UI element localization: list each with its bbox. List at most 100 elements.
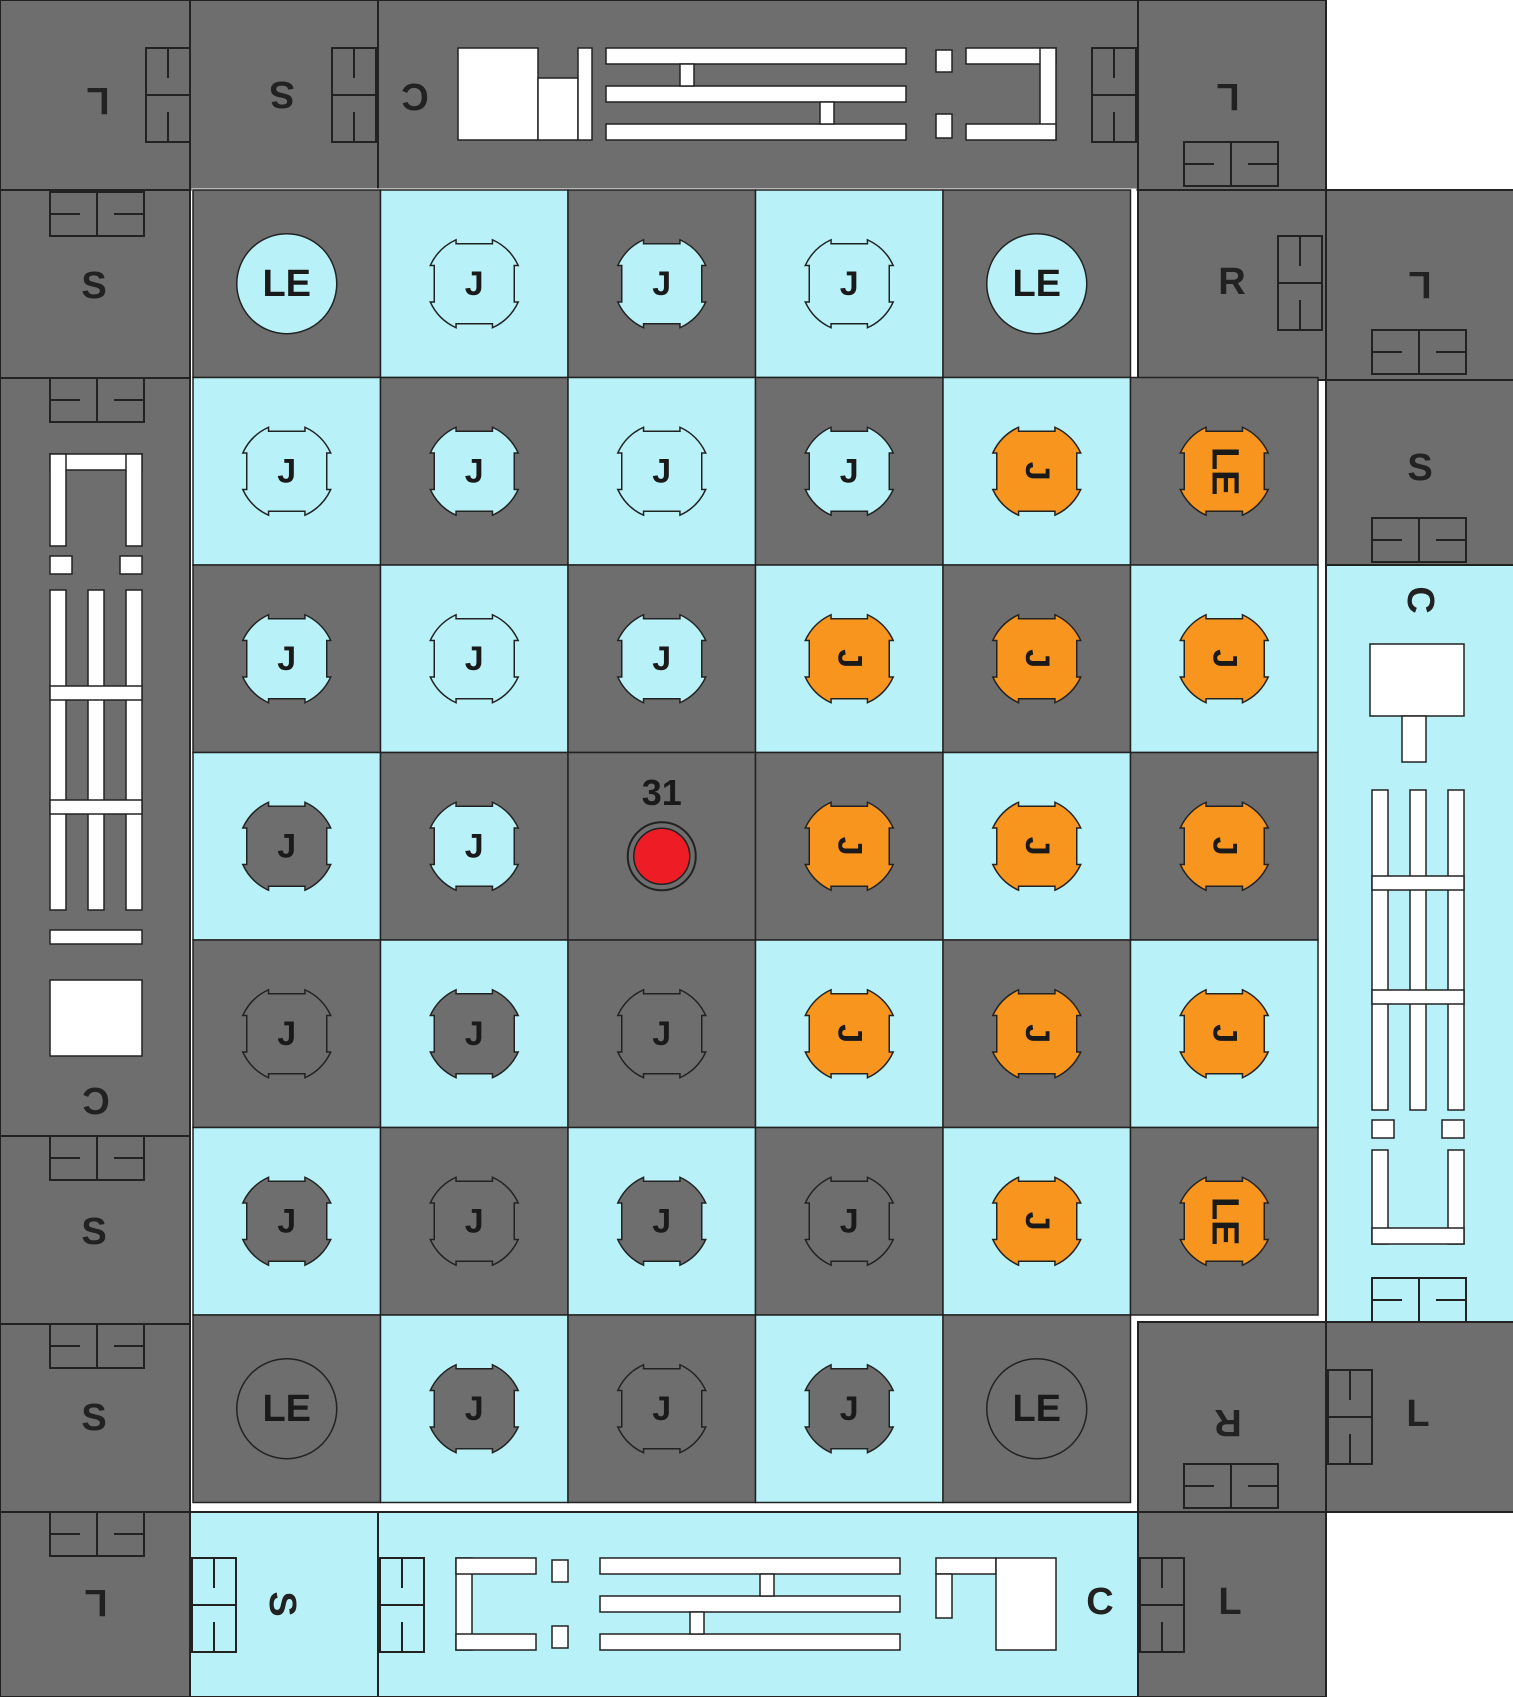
marker-number: 31 xyxy=(642,772,682,813)
piece-label: J xyxy=(840,265,859,303)
piece-label: LE xyxy=(262,1388,311,1430)
tile-right-2-label: C xyxy=(1399,586,1441,613)
piece-j-r5-c2[interactable]: J xyxy=(430,990,518,1078)
piece-j-r5-c6[interactable]: J xyxy=(1180,990,1268,1078)
piece-label: J xyxy=(652,1015,671,1053)
piece-j-r7-c4[interactable]: J xyxy=(805,1365,893,1453)
piece-label: J xyxy=(465,827,484,865)
piece-j-r5-c1[interactable]: J xyxy=(243,990,331,1078)
piece-label: J xyxy=(1205,649,1243,668)
piece-le-r6-c6[interactable]: LE xyxy=(1180,1177,1268,1265)
piece-j-r2-c2[interactable]: J xyxy=(430,427,518,515)
piece-label: J xyxy=(652,265,671,303)
piece-label: J xyxy=(840,452,859,490)
piece-j-r2-c5[interactable]: J xyxy=(993,427,1081,515)
red-dot-icon xyxy=(634,828,690,884)
piece-j-r4-c5[interactable]: J xyxy=(993,802,1081,890)
piece-j-r3-c3[interactable]: J xyxy=(618,615,706,703)
piece-label: J xyxy=(1018,649,1056,668)
piece-label: J xyxy=(1018,837,1056,856)
piece-label: LE xyxy=(1012,1388,1061,1430)
piece-label: J xyxy=(465,1390,484,1428)
piece-label: J xyxy=(652,452,671,490)
piece-j-r1-c3[interactable]: J xyxy=(618,240,706,328)
piece-label: J xyxy=(465,640,484,678)
piece-label: J xyxy=(277,1015,296,1053)
piece-label: J xyxy=(652,1390,671,1428)
piece-le-r2-c6[interactable]: LE xyxy=(1180,427,1268,515)
tile-left-4-label: S xyxy=(81,1397,106,1439)
piece-j-r3-c4[interactable]: J xyxy=(805,615,893,703)
piece-label: J xyxy=(1018,1024,1056,1043)
piece-label: LE xyxy=(262,263,311,305)
piece-j-r2-c1[interactable]: J xyxy=(243,427,331,515)
piece-label: J xyxy=(840,1390,859,1428)
piece-j-r5-c3[interactable]: J xyxy=(618,990,706,1078)
piece-label: J xyxy=(830,1024,868,1043)
piece-label: J xyxy=(830,837,868,856)
piece-label: J xyxy=(830,649,868,668)
tile-left-1-label: S xyxy=(81,265,106,307)
piece-label: J xyxy=(1205,1024,1243,1043)
tile-left-5-label: L xyxy=(84,1581,107,1623)
piece-j-r2-c3[interactable]: J xyxy=(618,427,706,515)
piece-j-r3-c1[interactable]: J xyxy=(243,615,331,703)
piece-j-r4-c6[interactable]: J xyxy=(1180,802,1268,890)
piece-le-r1-c1[interactable]: LE xyxy=(237,234,337,334)
tile-bottom-2-label: C xyxy=(1086,1581,1113,1623)
piece-j-r3-c6[interactable]: J xyxy=(1180,615,1268,703)
piece-le-r7-c5[interactable]: LE xyxy=(987,1359,1087,1459)
piece-label: J xyxy=(277,827,296,865)
piece-le-r1-c5[interactable]: LE xyxy=(987,234,1087,334)
tile-row7-right-label: R xyxy=(1214,1401,1241,1443)
piece-j-r3-c5[interactable]: J xyxy=(993,615,1081,703)
piece-j-r4-c2[interactable]: J xyxy=(430,802,518,890)
tile-row1-right-label: R xyxy=(1218,261,1245,303)
piece-label: J xyxy=(840,1202,859,1240)
tile-left-2-label: C xyxy=(82,1079,109,1121)
piece-label: J xyxy=(465,452,484,490)
board-squares xyxy=(193,190,1318,1503)
piece-j-r6-c1[interactable]: J xyxy=(243,1177,331,1265)
tile-top-4-label: L xyxy=(1216,75,1239,117)
tile-top-1-label: L xyxy=(86,79,109,121)
piece-j-r1-c4[interactable]: J xyxy=(805,240,893,328)
piece-label: J xyxy=(652,1202,671,1240)
piece-j-r4-c4[interactable]: J xyxy=(805,802,893,890)
piece-label: LE xyxy=(1203,447,1245,496)
tile-left-3-label: S xyxy=(81,1211,106,1253)
piece-label: J xyxy=(465,1015,484,1053)
piece-j-r6-c2[interactable]: J xyxy=(430,1177,518,1265)
piece-label: LE xyxy=(1012,263,1061,305)
piece-j-r7-c2[interactable]: J xyxy=(430,1365,518,1453)
piece-label: J xyxy=(1018,462,1056,481)
piece-label: LE xyxy=(1203,1197,1245,1246)
piece-j-r4-c1[interactable]: J xyxy=(243,802,331,890)
piece-label: J xyxy=(465,265,484,303)
tile-bottom-1-label: S xyxy=(261,1591,303,1616)
piece-j-r3-c2[interactable]: J xyxy=(430,615,518,703)
piece-label: J xyxy=(277,452,296,490)
piece-j-r5-c5[interactable]: J xyxy=(993,990,1081,1078)
piece-j-r5-c4[interactable]: J xyxy=(805,990,893,1078)
tile-top-3-label: C xyxy=(401,75,428,117)
piece-j-r1-c2[interactable]: J xyxy=(430,240,518,328)
piece-j-r6-c3[interactable]: J xyxy=(618,1177,706,1265)
piece-label: J xyxy=(277,1202,296,1240)
tile-right-1-label: S xyxy=(1407,447,1432,489)
tile-row7-far-right-label: L xyxy=(1406,1393,1429,1435)
piece-label: J xyxy=(1018,1212,1056,1231)
piece-label: J xyxy=(465,1202,484,1240)
piece-le-r7-c1[interactable]: LE xyxy=(237,1359,337,1459)
piece-j-r7-c3[interactable]: J xyxy=(618,1365,706,1453)
piece-label: J xyxy=(1205,837,1243,856)
piece-j-r6-c5[interactable]: J xyxy=(993,1177,1081,1265)
tile-top-2-label: S xyxy=(269,73,294,115)
tile-bottom-3-label: L xyxy=(1218,1581,1241,1623)
piece-j-r6-c4[interactable]: J xyxy=(805,1177,893,1265)
piece-label: J xyxy=(277,640,296,678)
tile-row1-far-right-label: L xyxy=(1408,263,1431,305)
piece-j-r2-c4[interactable]: J xyxy=(805,427,893,515)
